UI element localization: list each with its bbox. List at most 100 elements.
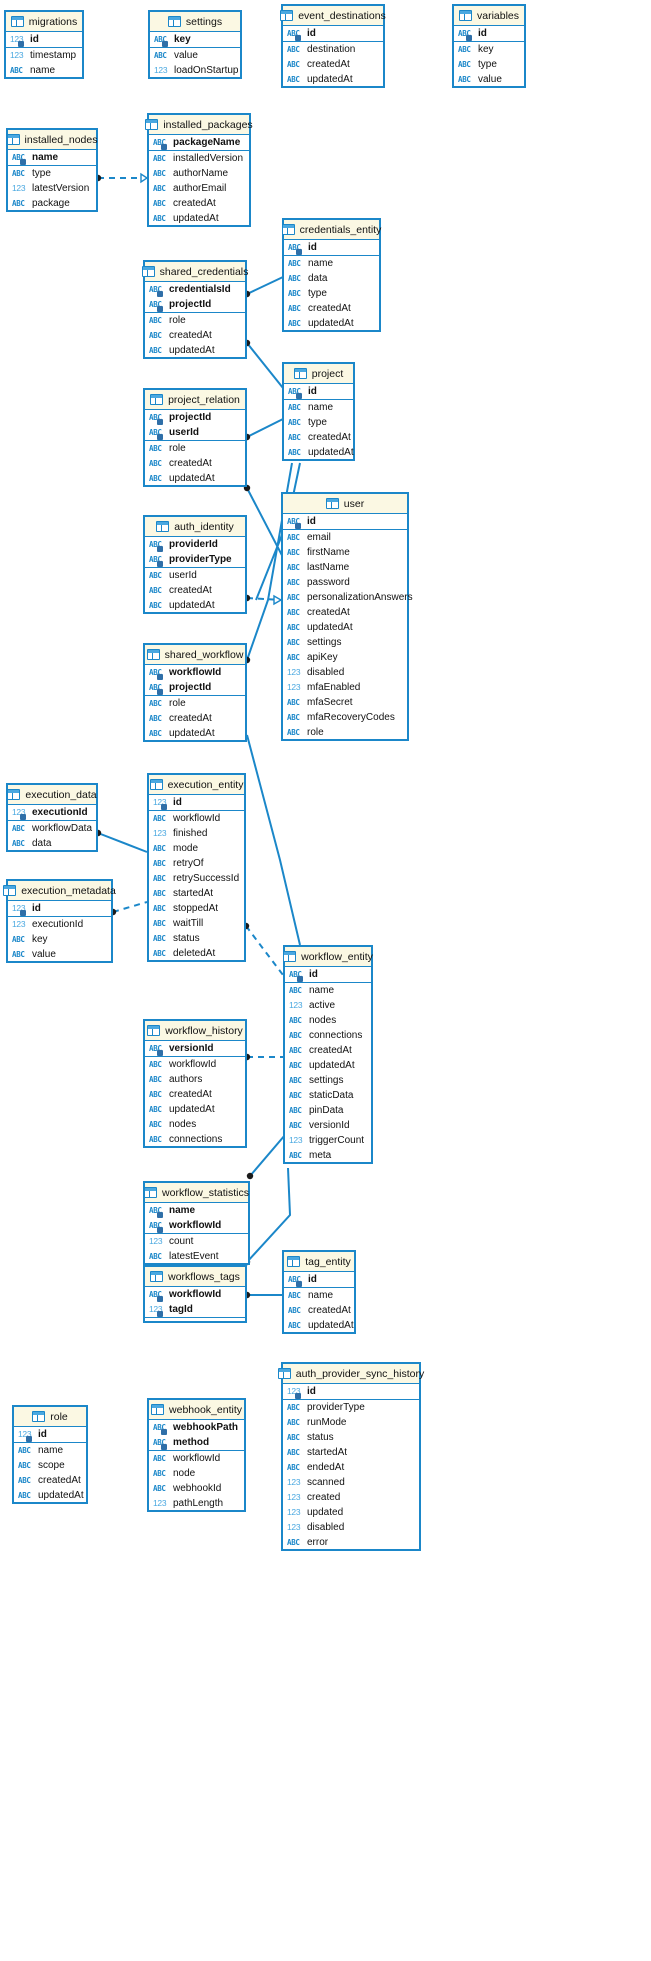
entity-table-workflow-statistics[interactable]: workflow_statisticsABC⚷nameABC⚷workflowI… bbox=[143, 1181, 250, 1265]
attribute-tag-entity-id[interactable]: ABC⚷id bbox=[284, 1272, 354, 1287]
attribute-shared-credentials-projectid[interactable]: ABC⚷projectId bbox=[145, 297, 245, 312]
entity-table-auth-identity[interactable]: auth_identityABC⚷providerIdABC⚷providerT… bbox=[143, 515, 247, 614]
attribute-installed-nodes-name[interactable]: ABC⚷name bbox=[8, 150, 96, 165]
attribute-workflows-tags-tagid[interactable]: 123⚷tagId bbox=[145, 1302, 245, 1317]
attribute-execution-data-executionid[interactable]: 123⚷executionId bbox=[8, 805, 96, 820]
entity-table-event-destinations[interactable]: event_destinationsABC⚷idABCdestinationAB… bbox=[280, 4, 386, 88]
entity-table-execution-entity[interactable]: execution_entity123⚷idABCworkflowId123fi… bbox=[147, 773, 246, 962]
attribute-auth-identity-providertype[interactable]: ABC⚷providerType bbox=[145, 552, 245, 567]
attribute-webhook-entity-method[interactable]: ABC⚷method bbox=[149, 1435, 244, 1450]
entity-table-project-relation[interactable]: project_relationABC⚷projectIdABC⚷userIdA… bbox=[143, 388, 247, 487]
attribute-project-id[interactable]: ABC⚷id bbox=[284, 384, 353, 399]
attribute-event-destinations-id[interactable]: ABC⚷id bbox=[283, 26, 383, 41]
entity-table-tag-entity[interactable]: tag_entityABC⚷idABCnameABCcreatedAtABCup… bbox=[282, 1250, 356, 1334]
entity-table-workflow-history[interactable]: workflow_historyABC⚷versionIdABCworkflow… bbox=[143, 1019, 247, 1148]
attribute-execution-entity-id[interactable]: 123⚷id bbox=[149, 795, 244, 810]
attribute-project-relation-projectid[interactable]: ABC⚷projectId bbox=[145, 410, 245, 425]
attribute-variables-id[interactable]: ABC⚷id bbox=[454, 26, 524, 41]
attribute-auth-identity-providerid[interactable]: ABC⚷providerId bbox=[145, 537, 245, 552]
attribute-auth-provider-sync-history-id[interactable]: 123⚷id bbox=[283, 1384, 419, 1399]
attribute-migrations-id[interactable]: 123⚷id bbox=[6, 32, 82, 47]
attribute-shared-workflow-workflowid[interactable]: ABC⚷workflowId bbox=[145, 665, 245, 680]
entity-table-shared-credentials[interactable]: shared_credentialsABC⚷credentialsIdABC⚷p… bbox=[141, 260, 248, 359]
entity-table-user[interactable]: userABC⚷idABCemailABCfirstNameABClastNam… bbox=[281, 492, 413, 741]
attribute-shared-credentials-credentialsid[interactable]: ABC⚷credentialsId bbox=[145, 282, 245, 297]
entity-table-role[interactable]: role123⚷idABCnameABCscopeABCcreatedAtABC… bbox=[12, 1405, 88, 1504]
entity-table-installed-nodes[interactable]: installed_nodesABC⚷nameABCtype123latestV… bbox=[6, 128, 98, 212]
attribute-project-relation-userid[interactable]: ABC⚷userId bbox=[145, 425, 245, 440]
attribute-workflows-tags-workflowid[interactable]: ABC⚷workflowId bbox=[145, 1287, 245, 1302]
entity-table-credentials-entity[interactable]: credentials_entityABC⚷idABCnameABCdataAB… bbox=[281, 218, 381, 332]
attribute-settings-key[interactable]: ABC⚷key bbox=[150, 32, 240, 47]
